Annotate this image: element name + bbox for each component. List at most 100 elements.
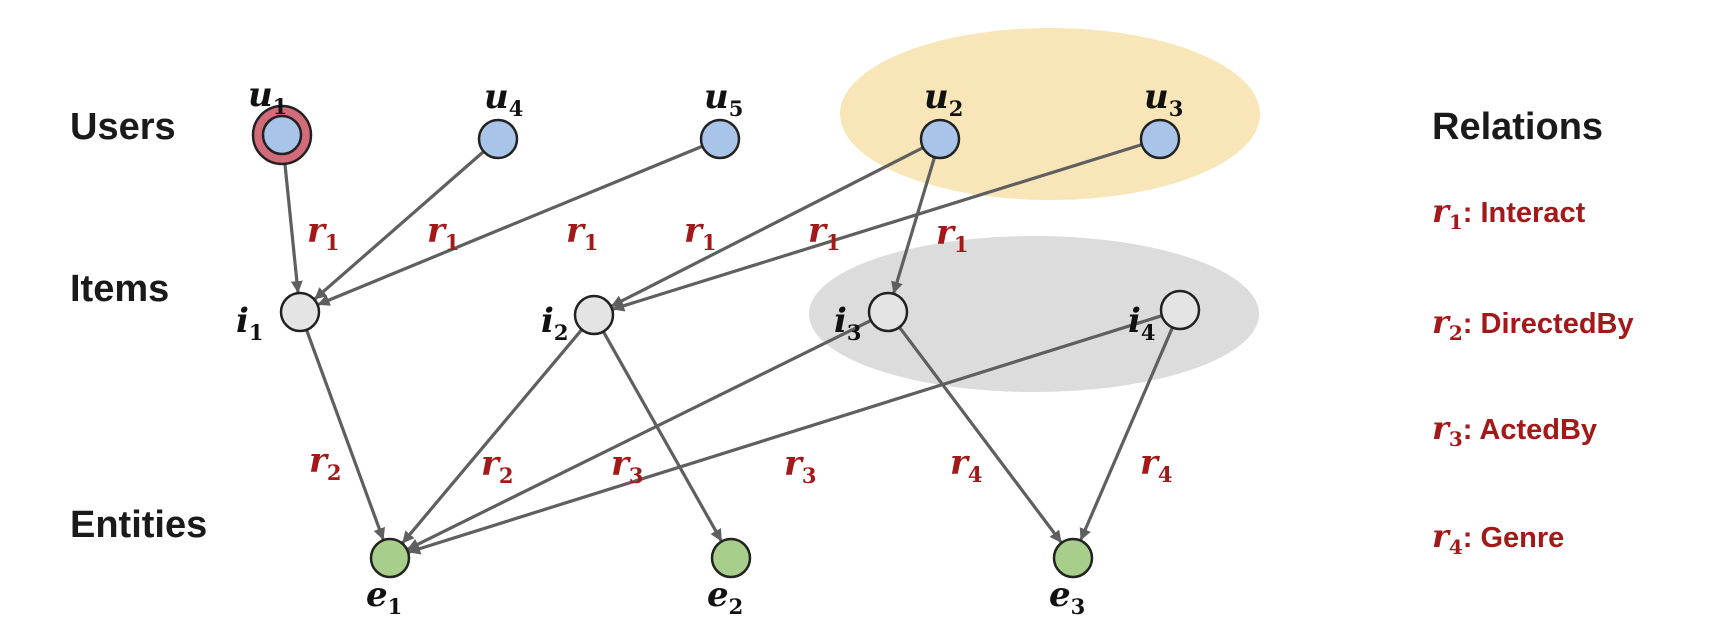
edges bbox=[283, 143, 1174, 555]
node-u3: u3 bbox=[1139, 77, 1183, 160]
edge-label-subscript: 3 bbox=[802, 463, 817, 488]
node-label-subscript: 1 bbox=[273, 94, 288, 119]
node-u4: u4 bbox=[477, 77, 524, 160]
legend-subscript: 2 bbox=[1449, 321, 1463, 345]
node-u1: u1 bbox=[248, 75, 313, 166]
node-i2: i2 bbox=[541, 294, 615, 345]
legend-title: Relations bbox=[1432, 106, 1603, 148]
edge-u3-i2 bbox=[612, 143, 1143, 312]
node-i4: i4 bbox=[1128, 289, 1201, 345]
node-circle-i2 bbox=[573, 294, 615, 336]
legend-label: : DirectedBy bbox=[1463, 308, 1634, 340]
legend-subscript: 1 bbox=[1449, 210, 1463, 234]
row-label-entities: Entities bbox=[70, 504, 207, 546]
node-e2: e2 bbox=[707, 537, 752, 619]
edge-label-i4-e1: r3 bbox=[784, 444, 817, 488]
edge-label-i3-e3: r4 bbox=[950, 443, 983, 487]
node-label-u1: u1 bbox=[248, 75, 287, 119]
edge-i2-e1 bbox=[401, 328, 584, 544]
row-label-users: Users bbox=[70, 106, 176, 148]
node-label-base: u bbox=[1144, 77, 1169, 117]
edge-label-symbol: r bbox=[1140, 443, 1160, 483]
node-circle-u3 bbox=[1139, 118, 1181, 160]
row-labels: Users Items Entities bbox=[70, 106, 207, 546]
edge-label-symbol: r bbox=[427, 211, 447, 251]
edge-label-symbol: r bbox=[307, 211, 327, 251]
group-highlights bbox=[809, 28, 1260, 392]
legend-item-r4: r4: Genre bbox=[1432, 517, 1564, 559]
node-label-subscript: 4 bbox=[509, 96, 524, 121]
edge-label-symbol: r bbox=[611, 444, 631, 484]
node-label-subscript: 2 bbox=[554, 320, 569, 345]
edge-label-u2-i2: r1 bbox=[684, 211, 717, 255]
edge-label-symbol: r bbox=[309, 441, 329, 481]
legend-symbol: r bbox=[1432, 409, 1451, 447]
node-label-subscript: 2 bbox=[949, 96, 964, 121]
node-label-subscript: 1 bbox=[388, 594, 403, 619]
edge-u2-i3 bbox=[891, 156, 937, 294]
node-circle-i4 bbox=[1159, 289, 1201, 331]
edge-i1-e1 bbox=[305, 329, 385, 541]
legend-item-r3: r3: ActedBy bbox=[1432, 409, 1597, 451]
node-label-subscript: 3 bbox=[847, 320, 862, 345]
edge-u1-i1 bbox=[283, 164, 303, 294]
node-circle-u4 bbox=[477, 118, 519, 160]
node-label-base: u bbox=[248, 75, 273, 115]
edge-label-u1-i1: r1 bbox=[307, 211, 340, 255]
edge-label-i4-e3: r4 bbox=[1140, 443, 1173, 487]
node-label-u5: u5 bbox=[704, 77, 743, 121]
node-label-subscript: 3 bbox=[1071, 594, 1086, 619]
node-label-i3: i3 bbox=[834, 301, 862, 345]
node-label-subscript: 5 bbox=[729, 96, 744, 121]
node-label-u3: u3 bbox=[1144, 77, 1183, 121]
node-label-subscript: 1 bbox=[249, 320, 264, 345]
edge-label-symbol: r bbox=[936, 213, 956, 253]
legend-subscript: 3 bbox=[1449, 427, 1463, 451]
node-circle-e3 bbox=[1052, 537, 1094, 579]
edge-u2-i2 bbox=[610, 146, 924, 308]
legend-item-r1: r1: Interact bbox=[1432, 192, 1586, 234]
node-label-base: u bbox=[484, 77, 509, 117]
node-circle-u1 bbox=[261, 114, 303, 156]
edge-label-subscript: 1 bbox=[584, 230, 599, 255]
node-label-e2: e2 bbox=[707, 575, 743, 619]
node-e1: e1 bbox=[366, 537, 411, 619]
legend-item-r2: r2: DirectedBy bbox=[1432, 303, 1634, 345]
node-label-base: i bbox=[236, 301, 249, 341]
node-label-base: i bbox=[1128, 301, 1141, 341]
edge-label-u2-i3: r1 bbox=[936, 213, 969, 257]
node-label-i2: i2 bbox=[541, 301, 569, 345]
edge-label-subscript: 2 bbox=[499, 463, 514, 488]
row-label-items: Items bbox=[70, 268, 169, 310]
edge-i2-e2 bbox=[601, 330, 723, 542]
edge-label-symbol: r bbox=[808, 211, 828, 251]
edge-label-symbol: r bbox=[784, 444, 804, 484]
edge-label-subscript: 4 bbox=[968, 462, 983, 487]
node-label-base: i bbox=[834, 301, 847, 341]
edge-u4-i1 bbox=[314, 150, 485, 301]
node-label-subscript: 4 bbox=[1141, 320, 1156, 345]
edge-label-subscript: 4 bbox=[1158, 462, 1173, 487]
edge-i3-e1 bbox=[407, 318, 872, 551]
legend-label: : ActedBy bbox=[1463, 414, 1597, 446]
node-circle-i3 bbox=[867, 291, 909, 333]
edge-u5-i1 bbox=[317, 144, 704, 306]
node-label-e1: e1 bbox=[366, 575, 402, 619]
node-circle-u5 bbox=[699, 118, 741, 160]
node-label-i4: i4 bbox=[1128, 301, 1156, 345]
node-circle-e1 bbox=[369, 537, 411, 579]
edge-label-u3-i2: r1 bbox=[808, 211, 841, 255]
edge-i4-e3 bbox=[1079, 326, 1174, 541]
edge-label-symbol: r bbox=[684, 211, 704, 251]
edge-label-subscript: 3 bbox=[629, 463, 644, 488]
node-label-base: u bbox=[704, 77, 729, 117]
node-label-base: i bbox=[541, 301, 554, 341]
node-i3: i3 bbox=[834, 291, 909, 345]
item-group-highlight bbox=[809, 236, 1259, 392]
node-label-base: e bbox=[366, 575, 388, 615]
node-circle-u2 bbox=[919, 118, 961, 160]
edge-label-i1-e1: r2 bbox=[309, 441, 342, 485]
